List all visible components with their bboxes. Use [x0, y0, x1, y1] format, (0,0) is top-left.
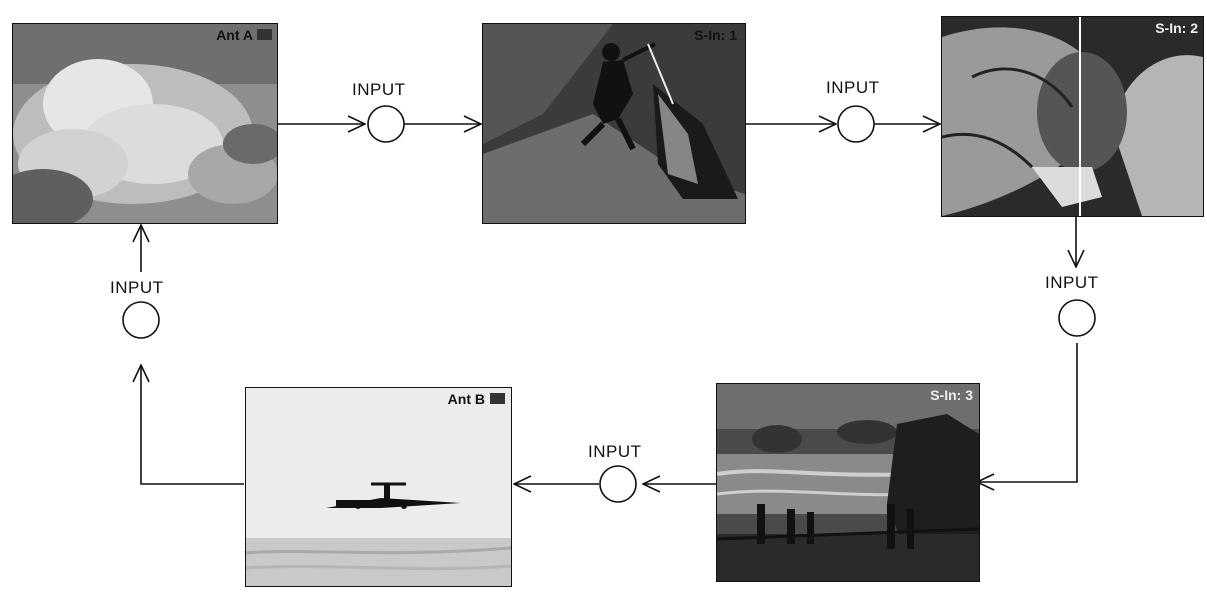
- connector-input3-to-s3: [977, 343, 1077, 482]
- skier-image: [483, 24, 745, 223]
- airplane-image: [246, 388, 511, 586]
- clouds-image: [13, 24, 277, 223]
- osd-ant-b: Ant B: [448, 391, 485, 407]
- osd-indicator: [490, 393, 505, 404]
- screen-ant-a: Ant A: [12, 23, 278, 224]
- osd-s-in-2: S-In: 2: [1155, 20, 1198, 36]
- input-label-3: INPUT: [1045, 273, 1099, 293]
- input-label-4: INPUT: [588, 442, 642, 462]
- input-label-2: INPUT: [826, 78, 880, 98]
- screen-s-in-1: S-In: 1: [482, 23, 746, 224]
- osd-s-in-3: S-In: 3: [930, 387, 973, 403]
- screen-ant-b: Ant B: [245, 387, 512, 587]
- connector-b-to-input5: [141, 365, 244, 484]
- osd-s-in-1: S-In: 1: [694, 27, 737, 43]
- input-node-4: [600, 466, 636, 502]
- input-node-2: [838, 106, 874, 142]
- input-label-1: INPUT: [352, 80, 406, 100]
- screen-s-in-2: S-In: 2: [941, 16, 1204, 217]
- input-node-3: [1059, 300, 1095, 336]
- input-node-1: [368, 106, 404, 142]
- input-node-5: [123, 302, 159, 338]
- osd-indicator: [257, 29, 272, 40]
- input-label-5: INPUT: [110, 278, 164, 298]
- osd-ant-a: Ant A: [216, 27, 253, 43]
- screen-s-in-3: S-In: 3: [716, 383, 980, 582]
- hands-image: [942, 17, 1203, 216]
- coastline-image: [717, 384, 979, 581]
